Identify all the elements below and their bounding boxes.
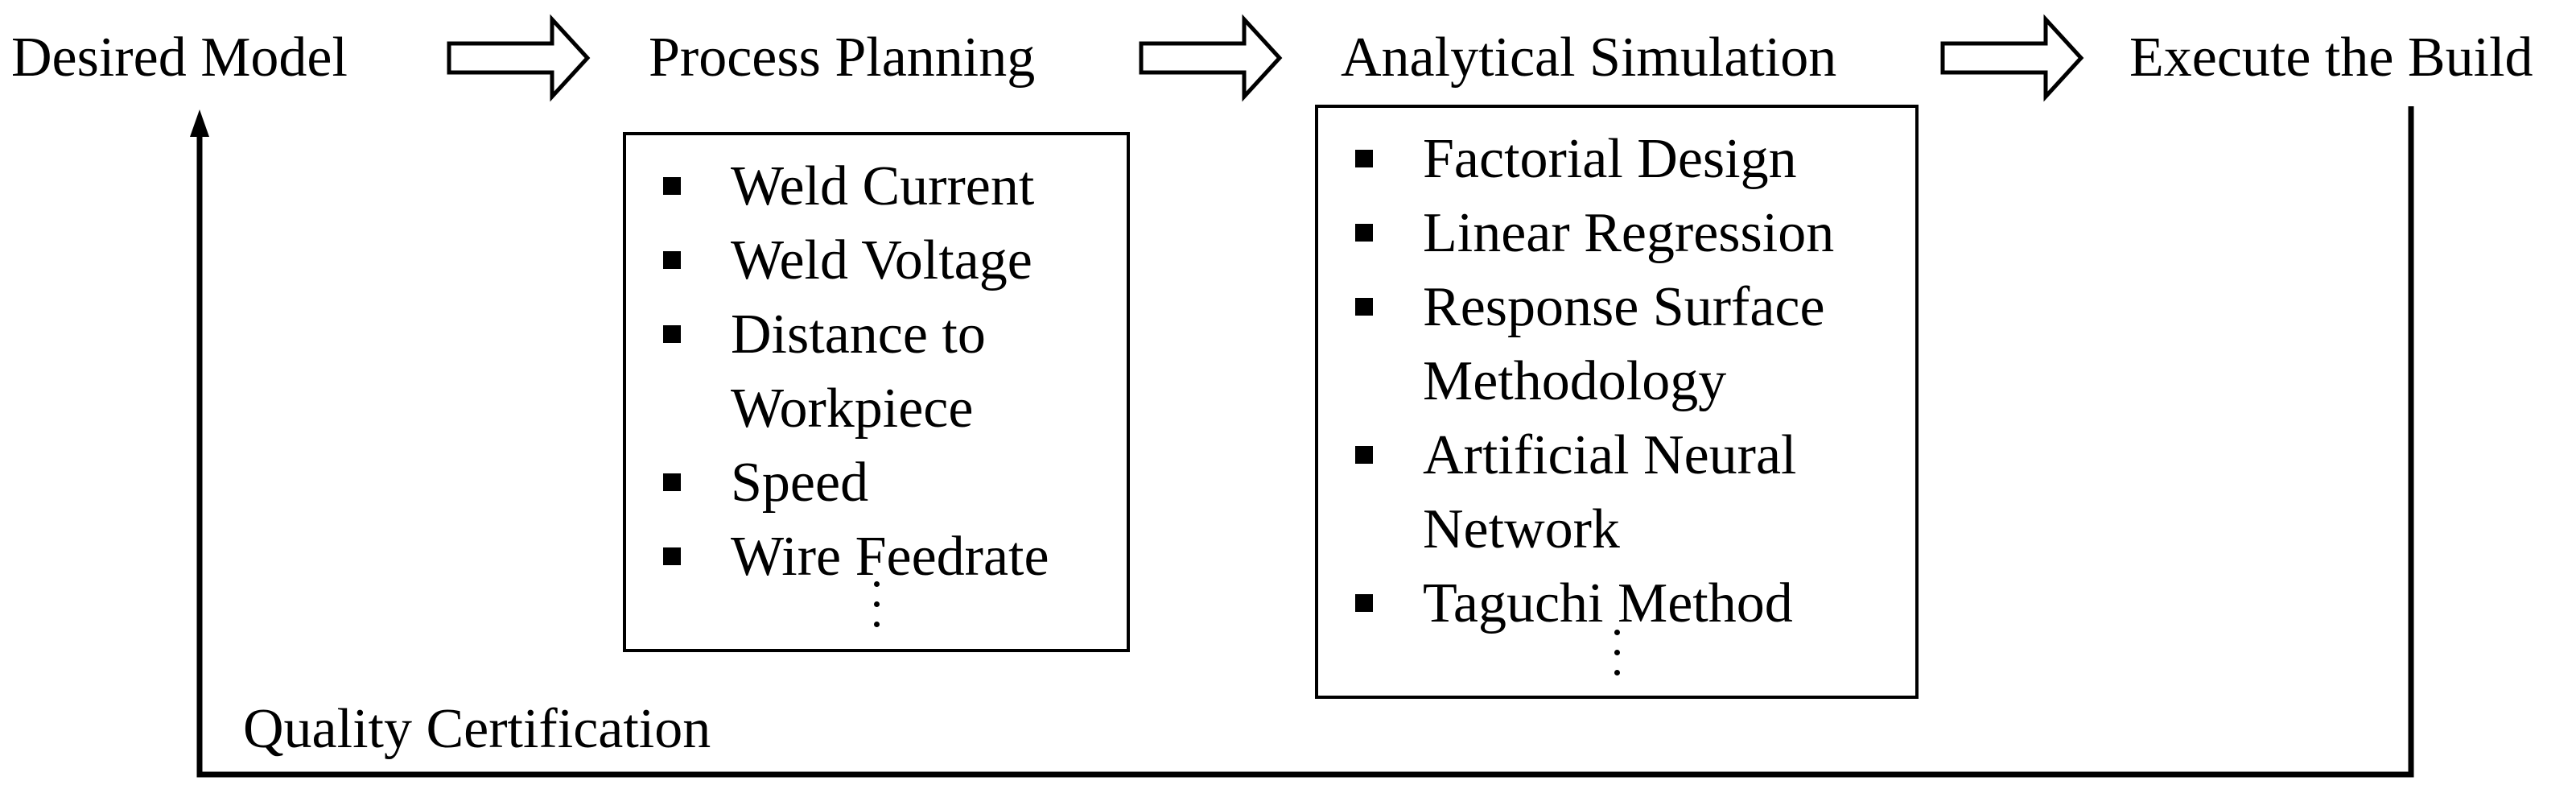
analytical-simulation-list: Factorial Design Linear Regression Respo…	[1342, 122, 1915, 641]
list-item: Wire Feedrate	[650, 520, 1127, 594]
list-item: Weld Voltage	[650, 224, 1127, 298]
list-item: Response Surface Methodology	[1342, 271, 1915, 419]
stage-analytical-simulation: Analytical Simulation	[1341, 27, 1837, 89]
vertical-ellipsis-icon	[872, 581, 880, 638]
list-item-text: Weld Current	[731, 155, 1035, 217]
list-item-text: Response Surface Methodology	[1423, 276, 1825, 412]
list-item-text: Factorial Design	[1423, 128, 1797, 190]
square-bullet-icon	[663, 177, 681, 195]
stage-execute-build: Execute the Build	[2129, 27, 2533, 89]
list-item: Weld Current	[650, 150, 1127, 224]
list-item-text: Wire Feedrate	[731, 526, 1049, 588]
list-item: Taguchi Method	[1342, 567, 1915, 641]
square-bullet-icon	[1355, 150, 1373, 167]
square-bullet-icon	[663, 325, 681, 343]
square-bullet-icon	[663, 473, 681, 491]
list-item: Linear Regression	[1342, 196, 1915, 271]
process-planning-box: Weld Current Weld Voltage Distance to Wo…	[623, 132, 1130, 652]
flow-arrow-icon	[1139, 14, 1283, 102]
square-bullet-icon	[663, 547, 681, 565]
square-bullet-icon	[663, 251, 681, 269]
flow-arrow-icon	[447, 14, 591, 102]
analytical-simulation-box: Factorial Design Linear Regression Respo…	[1315, 105, 1919, 699]
process-planning-list: Weld Current Weld Voltage Distance to Wo…	[650, 150, 1127, 594]
vertical-ellipsis-icon	[1613, 630, 1621, 686]
list-item-text: Weld Voltage	[731, 229, 1032, 291]
feedback-line	[196, 106, 2414, 778]
quality-certification-label: Quality Certification	[243, 698, 711, 760]
list-item: Distance to Workpiece	[650, 298, 1127, 446]
square-bullet-icon	[1355, 446, 1373, 464]
stage-process-planning: Process Planning	[649, 27, 1036, 89]
square-bullet-icon	[1355, 298, 1373, 316]
list-item-text: Taguchi Method	[1423, 572, 1793, 634]
list-item-text: Linear Regression	[1423, 202, 1835, 264]
feedback-arrowhead	[190, 109, 209, 137]
stage-desired-model: Desired Model	[11, 27, 348, 89]
square-bullet-icon	[1355, 224, 1373, 242]
list-item-text: Speed	[731, 452, 869, 514]
square-bullet-icon	[1355, 594, 1373, 612]
list-item-text: Distance to Workpiece	[731, 304, 986, 440]
list-item: Factorial Design	[1342, 122, 1915, 196]
list-item: Speed	[650, 446, 1127, 520]
list-item: Artificial Neural Network	[1342, 419, 1915, 567]
flow-arrow-icon	[1940, 14, 2084, 102]
list-item-text: Artificial Neural Network	[1423, 424, 1797, 560]
